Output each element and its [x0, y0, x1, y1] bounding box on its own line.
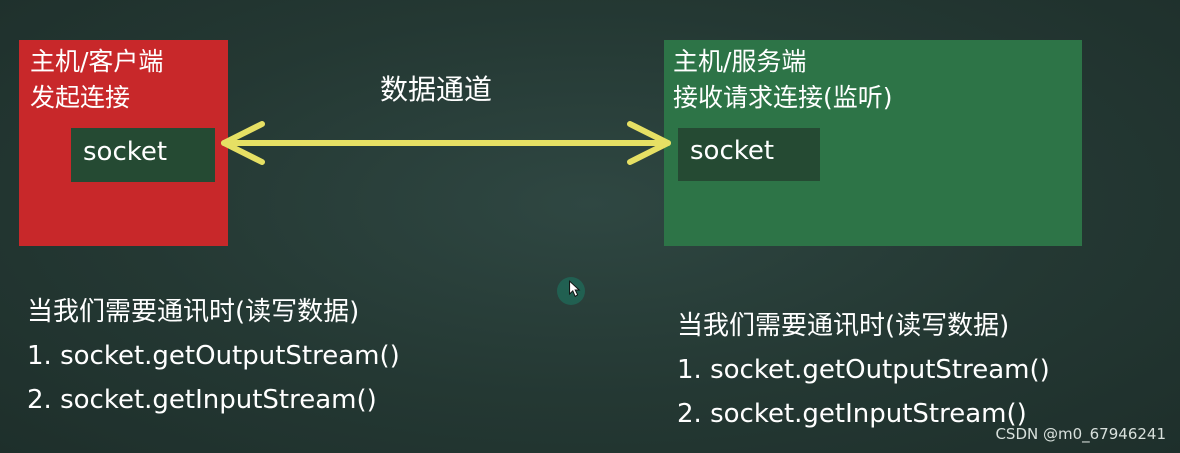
client-socket-box: socket	[71, 128, 215, 182]
server-notes: 当我们需要通讯时(读写数据) 1. socket.getOutputStream…	[677, 304, 1050, 436]
mouse-pointer-icon	[557, 277, 585, 305]
server-socket-box: socket	[678, 128, 820, 181]
server-notes-title: 当我们需要通讯时(读写数据)	[677, 311, 1010, 341]
client-notes-item-input: 2. socket.getInputStream()	[27, 385, 377, 415]
server-socket-label: socket	[690, 136, 775, 166]
client-notes-item-output: 1. socket.getOutputStream()	[27, 341, 400, 371]
client-host-subtitle: 发起连接	[30, 83, 131, 112]
client-host-box: 主机/客户端 发起连接 socket	[19, 40, 228, 246]
data-channel-label: 数据通道	[380, 73, 493, 106]
server-host-subtitle: 接收请求连接(监听)	[673, 83, 893, 112]
client-notes: 当我们需要通讯时(读写数据) 1. socket.getOutputStream…	[27, 290, 400, 422]
server-notes-item-output: 1. socket.getOutputStream()	[677, 355, 1050, 385]
csdn-watermark: CSDN @m0_67946241	[995, 425, 1166, 443]
arrow-head-right	[627, 121, 671, 165]
server-notes-item-input: 2. socket.getInputStream()	[677, 399, 1027, 429]
client-notes-title: 当我们需要通讯时(读写数据)	[27, 297, 360, 327]
client-host-title: 主机/客户端	[30, 47, 164, 76]
arrow-head-left	[221, 121, 265, 165]
client-socket-label: socket	[83, 137, 168, 167]
server-host-title: 主机/服务端	[673, 47, 807, 76]
server-host-box: 主机/服务端 接收请求连接(监听) socket	[664, 40, 1082, 246]
